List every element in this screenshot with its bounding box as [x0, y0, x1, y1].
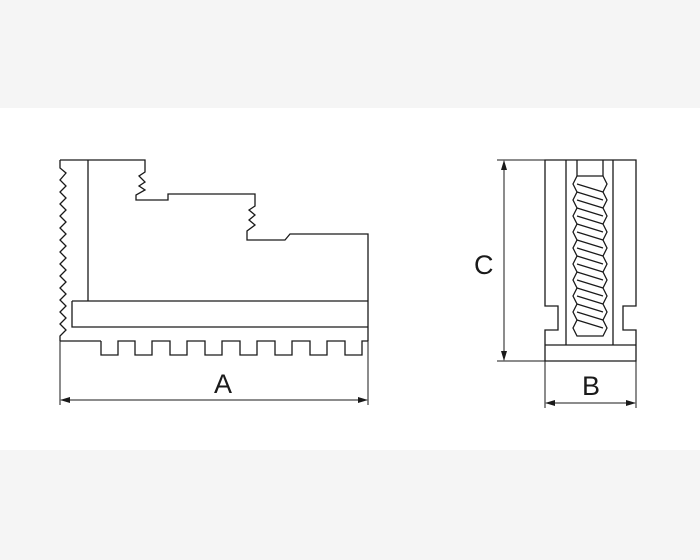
label-c: C	[474, 250, 494, 280]
bottom-teeth	[100, 340, 368, 356]
jaw-outline	[60, 159, 369, 341]
dim-c-arrow-bottom	[501, 351, 507, 361]
front-view: C B	[474, 159, 637, 408]
dim-b-arrow-right	[626, 400, 636, 406]
drawing-area	[0, 108, 700, 450]
thread-crests	[576, 183, 604, 329]
dim-c-arrow-top	[501, 160, 507, 170]
base-plate	[71, 300, 368, 328]
bottom-band	[0, 450, 700, 560]
top-band	[0, 0, 700, 108]
dim-a-arrow-left	[60, 397, 70, 403]
side-view: A	[59, 159, 369, 405]
dim-a-arrow-right	[358, 397, 368, 403]
label-a: A	[214, 369, 232, 399]
label-b: B	[582, 371, 600, 401]
dim-b-arrow-left	[545, 400, 555, 406]
serrated-edge	[59, 160, 67, 341]
